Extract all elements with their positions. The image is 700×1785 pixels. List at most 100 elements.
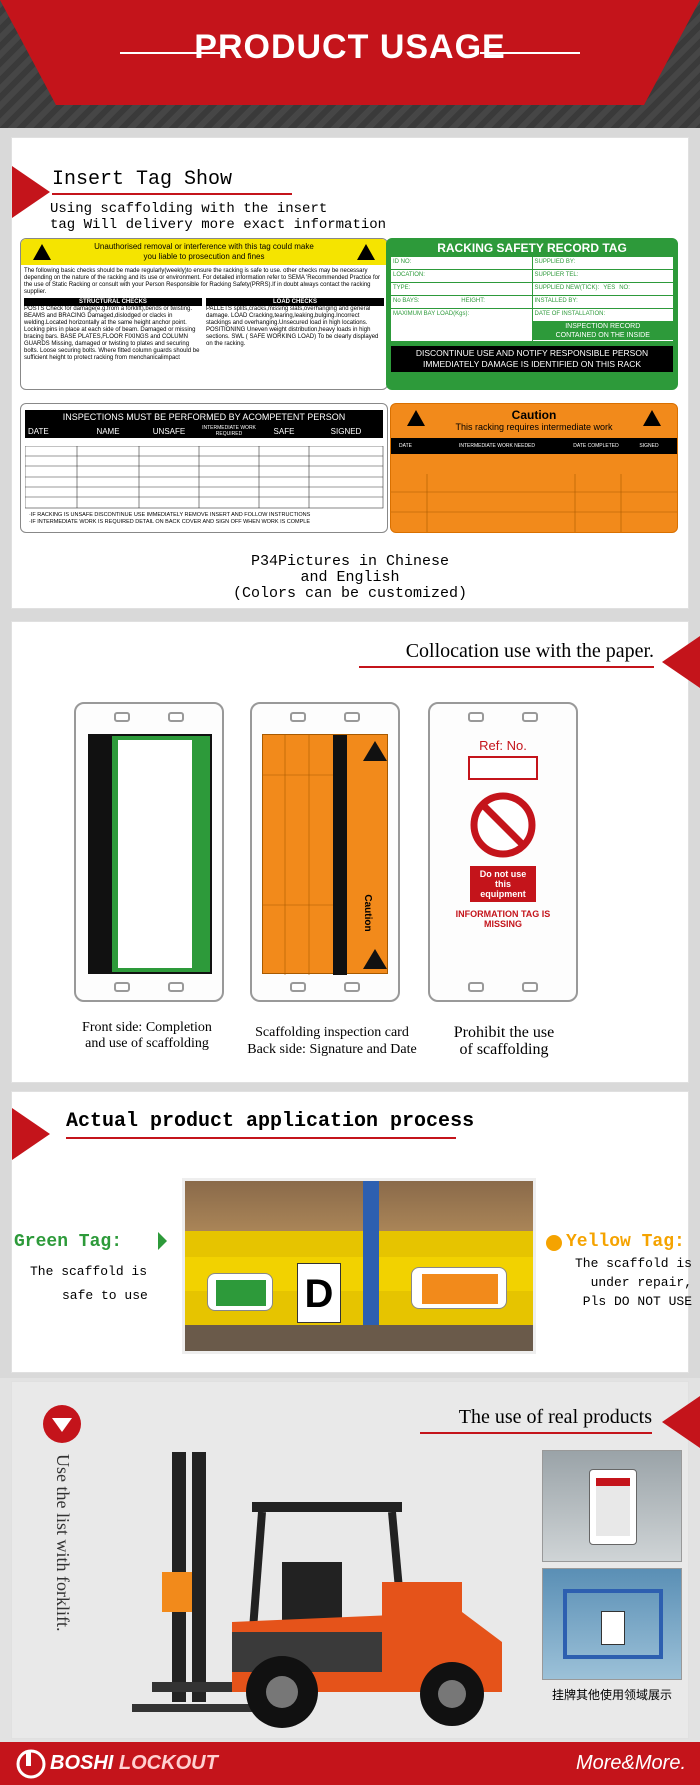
tag1-warning-text: Unauthorised removal or interference wit… [21, 239, 387, 262]
caption2-line-2: Back side: Signature and Date [247, 1042, 417, 1057]
structural-checks-header: STRUCTURAL CHECKS [24, 298, 202, 306]
field-supplied-new: SUPPLIED NEW(TICK): [534, 285, 600, 291]
structural-checks-text: POSTS Check for damage(e.g.from a forkli… [24, 306, 200, 361]
field-installed-by: INSTALLED BY: [532, 296, 673, 309]
insert-tag-section: Insert Tag Show Using scaffolding with t… [12, 138, 688, 608]
field-supplier-tel: SUPPLIER TEL: [532, 270, 673, 283]
green-hexagon-icon [158, 1232, 167, 1250]
col-safe: SAFE [273, 426, 295, 436]
yellow-tag-title: Yellow Tag: [566, 1232, 685, 1252]
tag1-warning-line-1: Unauthorised removal or interference wit… [94, 242, 314, 251]
field-height: HEIGHT: [461, 298, 485, 304]
caution-col-work: INTERMEDIATE WORK NEEDED [458, 443, 536, 449]
field-yes: YES [603, 285, 616, 291]
do-not-use-notice: Do not use this equipment [470, 866, 536, 902]
insert-caption: P34Pictures in Chinese and English (Colo… [12, 554, 688, 602]
field-no-bays: No BAYS: [393, 298, 420, 304]
tag1-warning-banner: Unauthorised removal or interference wit… [21, 239, 387, 265]
red-triangle-marker [12, 166, 50, 218]
more-and-more-link[interactable]: More&More. [575, 1752, 686, 1774]
warning-icon [407, 410, 425, 426]
green-tag-title: Green Tag: [14, 1232, 123, 1252]
insert-heading: Insert Tag Show [52, 168, 233, 191]
green-tag-insert: RACKING SAFETY RECORD TAG [88, 734, 234, 974]
field-no: NO: [619, 285, 630, 291]
subtitle-line-1: Using scaffolding with the insert [50, 201, 328, 217]
holder-slot [290, 712, 306, 722]
caption-line-3: (Colors can be customized) [232, 585, 468, 602]
collocation-heading: Collocation use with the paper. [405, 640, 654, 662]
caption-front-side: Front side: Completion and use of scaffo… [52, 1020, 242, 1052]
green-tag-black-strip [90, 736, 112, 972]
caption-line-1: P34Pictures in Chinese [250, 553, 450, 570]
load-checks-text: PALLETS splits,cracks,missing slats,over… [206, 306, 379, 347]
field-location: LOCATION: [391, 270, 532, 283]
green-tag-rotated-title: RACKING SAFETY RECORD TAG [223, 779, 234, 937]
structural-checks-tag: Unauthorised removal or interference wit… [20, 238, 388, 390]
col-date: DATE [28, 426, 49, 436]
caution-table-header: DATE INTERMEDIATE WORK NEEDED DATE COMPL… [391, 438, 677, 454]
real-heading: The use of real products [458, 1406, 652, 1428]
red-down-arrow-icon [43, 1405, 81, 1443]
subtitle-line-2: tag Will delivery more exact information [50, 217, 387, 233]
caption-line-2: and English [300, 569, 400, 586]
footer-red-bar [0, 1742, 700, 1785]
racking-safety-record-tag: RACKING SAFETY RECORD TAG ID NO: LOCATIO… [386, 238, 678, 390]
application-section: Actual product application process D Gre… [12, 1092, 692, 1372]
orange-tag-in-photo [411, 1267, 507, 1309]
warning-icon [357, 244, 375, 260]
photo-upright [363, 1181, 379, 1351]
tag-insert-on-machine [596, 1478, 630, 1536]
heading-underline [52, 193, 292, 195]
ref-no-label: Ref: No. [479, 738, 527, 753]
inspection-table-header: DATE NAME UNSAFE INTERMEDIATE WORK REQUI… [25, 424, 383, 438]
col-unsafe: UNSAFE [152, 426, 186, 436]
caption2-line-1: Scaffolding inspection card [255, 1025, 409, 1040]
caution-col-date: DATE [399, 443, 412, 449]
tag-holder-orange: Caution [250, 702, 400, 1002]
field-max-bay-load: MAXIMUM BAY LOAD(Kgs): [393, 311, 470, 317]
col-signed: SIGNED [330, 426, 362, 436]
holder-slot [522, 982, 538, 992]
chinese-caption: 挂牌其他使用领域展示 [551, 1688, 672, 1702]
holder-slot [114, 712, 130, 722]
tag1-intro: The following basic checks should be mad… [24, 268, 381, 295]
header-red-banner [0, 0, 700, 105]
field-supplied-new-row: SUPPLIED NEW(TICK): YES NO: [532, 283, 673, 296]
yellow-line-2: under repair, [590, 1275, 692, 1290]
holder-slot [344, 982, 360, 992]
yellow-tag-description: The scaffold is under repair, Pls DO NOT… [552, 1254, 692, 1311]
load-checks-header: LOAD CHECKS [206, 298, 384, 306]
col-intermediate: INTERMEDIATE WORK REQUIRED [202, 425, 256, 437]
tag-on-scaffold [601, 1611, 625, 1645]
holder-slot [290, 982, 306, 992]
caution-subtitle: This racking requires intermediate work [455, 422, 613, 432]
caution-orange-tag: Caution This racking requires intermedia… [390, 403, 678, 533]
header-line-left [120, 52, 220, 54]
record-fields-right: SUPPLIED BY: SUPPLIER TEL: SUPPLIED NEW(… [532, 257, 673, 341]
orange-tag-grid [263, 735, 387, 975]
scaffold-lift-photo [542, 1568, 682, 1680]
record-tag-title: RACKING SAFETY RECORD TAG [437, 241, 627, 255]
photo-floor [185, 1325, 533, 1351]
holder-slot [168, 712, 184, 722]
red-triangle-marker [662, 1396, 700, 1448]
caution-grid [391, 474, 677, 532]
page-footer: BOSHI LOCKOUT More&More. [0, 1742, 700, 1785]
yellow-dot-icon [546, 1235, 562, 1251]
col-name: NAME [96, 426, 120, 436]
tag-holder-prohibit: Ref: No. Do not use this equipment INFOR… [428, 702, 578, 1002]
caption3-line-2: of scaffolding [459, 1041, 549, 1058]
tag1-warning-line-2: you liable to prosecution and fines [143, 252, 265, 261]
yellow-line-3: Pls DO NOT USE [582, 1294, 692, 1309]
tag1-columns: STRUCTURAL CHECKS POSTS Check for damage… [21, 296, 387, 364]
footer-brand: BOSHI LOCKOUT [50, 1752, 218, 1775]
discontinue-line-2: IMMEDIATELY DAMAGE IS IDENTIFIED ON THIS… [422, 359, 642, 369]
orange-tag-insert: Caution [262, 734, 388, 975]
caution-title: Caution [511, 408, 557, 422]
machine-photo [542, 1450, 682, 1562]
heading-underline [420, 1432, 652, 1434]
prohibition-icon [470, 792, 536, 858]
field-id-no: ID NO: [391, 257, 532, 270]
field-supplied-by: SUPPLIED BY: [532, 257, 673, 270]
